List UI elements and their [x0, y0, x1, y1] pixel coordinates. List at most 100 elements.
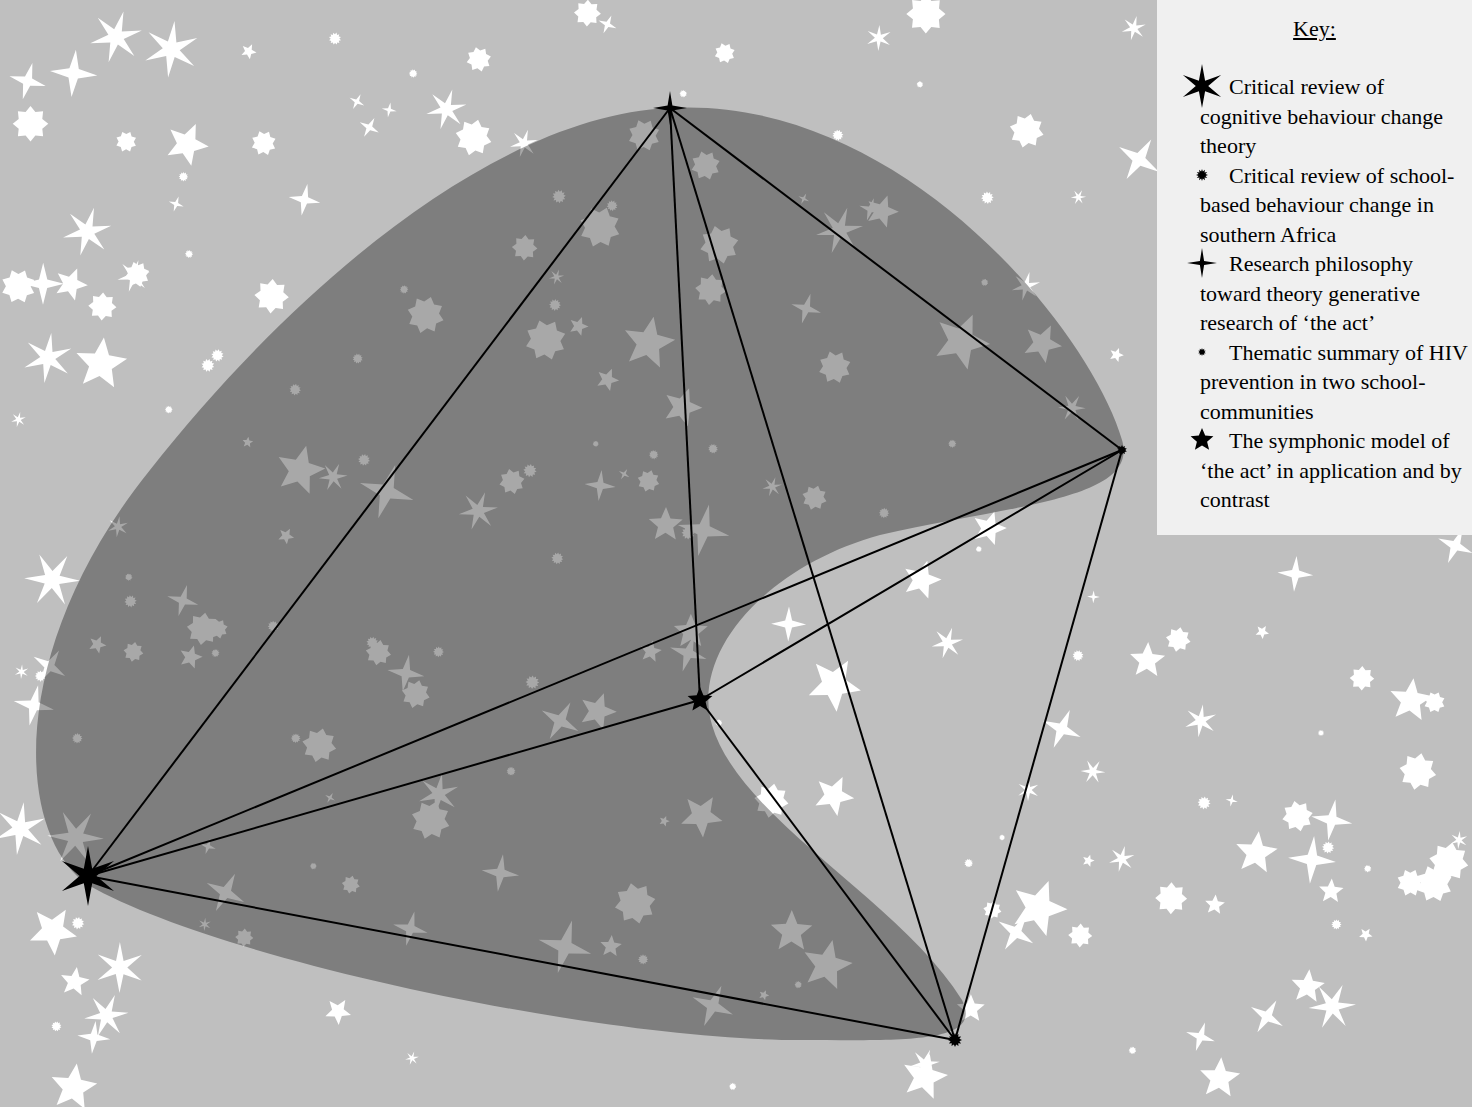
- vertex-star: [948, 1033, 962, 1047]
- background-star: [771, 607, 806, 642]
- background-star: [202, 359, 215, 372]
- dark-region: [36, 107, 1124, 1040]
- background-star: [350, 94, 365, 109]
- background-star: [1109, 846, 1134, 872]
- background-star: [1198, 796, 1211, 809]
- background-star: [932, 628, 963, 659]
- background-star: [329, 33, 341, 45]
- background-star: [599, 15, 617, 33]
- background-star: [1256, 626, 1269, 639]
- background-star: [252, 131, 276, 155]
- legend-symbol-shape: [1187, 248, 1217, 278]
- background-star: [1186, 1022, 1215, 1051]
- background-star: [1288, 836, 1336, 884]
- key-title: Key:: [1157, 16, 1472, 42]
- background-star: [11, 412, 26, 427]
- background-star: [426, 90, 466, 129]
- background-star: [1398, 870, 1423, 896]
- background-star: [715, 43, 735, 63]
- background-star: [1071, 190, 1086, 204]
- background-star: [63, 208, 111, 256]
- legend-symbol: [1182, 420, 1222, 460]
- background-star: [1318, 730, 1324, 736]
- background-star: [77, 1021, 110, 1054]
- background-star: [456, 120, 492, 156]
- background-star: [145, 21, 197, 77]
- connecting-line: [670, 108, 1122, 450]
- background-star: [1081, 761, 1106, 783]
- background-star: [405, 1052, 419, 1065]
- background-star: [1282, 801, 1312, 831]
- background-star: [168, 124, 209, 166]
- background-star: [1068, 924, 1092, 948]
- background-star: [1319, 878, 1343, 902]
- vertex-star: [1117, 445, 1127, 455]
- background-star: [51, 1021, 61, 1031]
- legend-text: Thematic summary of HIV prevention in tw…: [1200, 340, 1467, 424]
- background-star: [1122, 16, 1146, 40]
- background-star: [1205, 894, 1225, 913]
- background-star: [1226, 795, 1238, 807]
- connecting-line: [88, 450, 1122, 876]
- legend-symbol: [1182, 66, 1222, 106]
- background-star: [1130, 642, 1165, 676]
- background-star: [999, 915, 1034, 949]
- background-star: [1292, 969, 1325, 1002]
- background-star: [1359, 929, 1372, 942]
- legend-entry: The symphonic model of ‘the act’ in appl…: [1200, 426, 1468, 515]
- background-star: [88, 292, 116, 320]
- background-star: [118, 260, 150, 292]
- legend-text: The symphonic model of ‘the act’ in appl…: [1200, 428, 1462, 512]
- background-star: [10, 63, 46, 99]
- background-star: [1417, 866, 1452, 901]
- background-star: [57, 268, 88, 300]
- background-star: [679, 90, 687, 98]
- background-star: [999, 835, 1005, 841]
- background-star: [1350, 666, 1375, 691]
- background-star: [1119, 140, 1159, 180]
- background-star: [2, 270, 34, 302]
- background-star: [169, 197, 184, 212]
- background-star: [729, 1083, 736, 1090]
- background-star: [325, 1000, 351, 1025]
- background-star: [72, 917, 84, 929]
- background-star: [867, 25, 890, 51]
- background-star: [976, 546, 982, 552]
- background-star: [1451, 831, 1467, 849]
- vertex-stars: [62, 91, 1127, 1047]
- background-star: [242, 44, 257, 59]
- background-star: [1083, 855, 1094, 867]
- background-star: [50, 50, 97, 97]
- background-star: [52, 1064, 97, 1107]
- background-star: [1425, 692, 1445, 712]
- legend-symbol-shape: [1191, 428, 1214, 450]
- background-star: [1010, 114, 1044, 148]
- vertex-star: [653, 91, 687, 125]
- background-star: [77, 338, 128, 388]
- connecting-line: [670, 108, 700, 700]
- background-star: [574, 0, 601, 27]
- connecting-lines: [88, 108, 1122, 1040]
- background-star: [24, 333, 71, 383]
- background-star: [1110, 348, 1124, 362]
- background-star: [185, 250, 193, 258]
- background-star: [0, 802, 45, 855]
- legend-text: Critical review of school-based behaviou…: [1200, 163, 1454, 247]
- background-star: [905, 561, 941, 599]
- background-star: [1129, 1047, 1137, 1055]
- background-star: [1200, 1057, 1240, 1096]
- vertex-star: [688, 687, 713, 711]
- background-star: [1278, 556, 1314, 592]
- background-star: [409, 69, 418, 78]
- background-star: [35, 671, 46, 682]
- legend-text: Research philosophy toward theory genera…: [1200, 251, 1420, 335]
- connecting-line: [88, 700, 700, 876]
- background-star: [211, 349, 223, 361]
- legend-entry: Critical review of cognitive behaviour c…: [1200, 72, 1468, 161]
- background-star: [1236, 831, 1277, 872]
- background-star: [981, 191, 994, 204]
- connecting-line: [700, 450, 1122, 700]
- background-star: [832, 130, 843, 141]
- background-star: [61, 967, 89, 995]
